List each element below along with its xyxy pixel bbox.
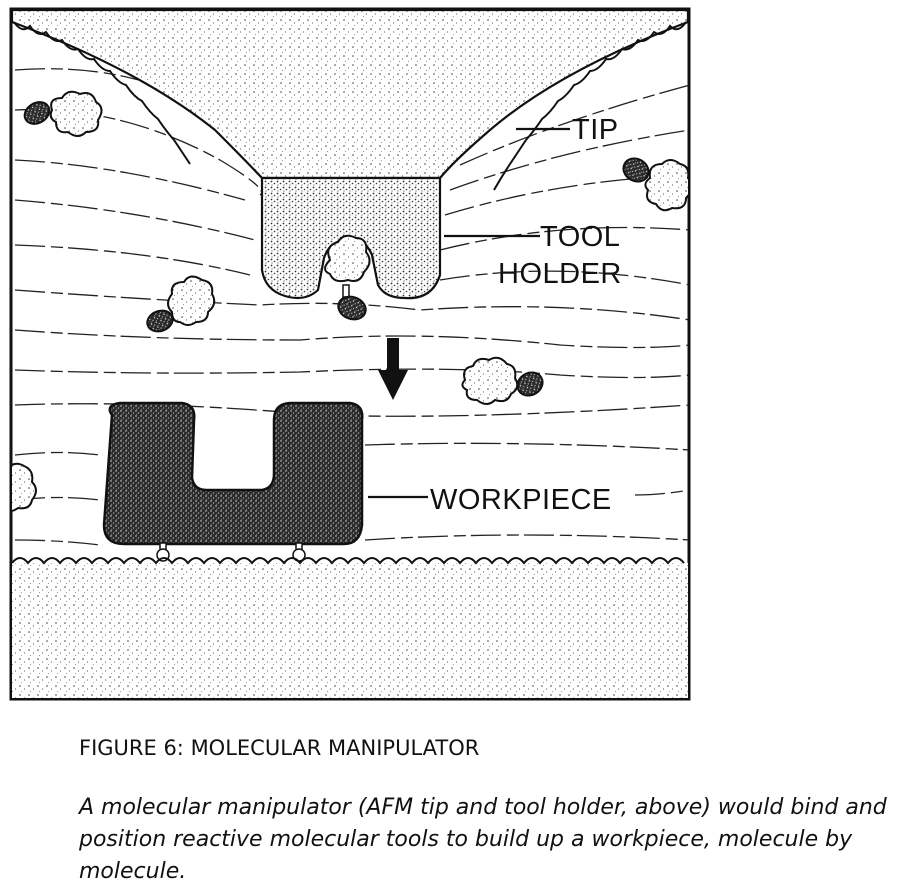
molecular-manipulator-illustration: TIP TOOL HOLDER WORKPIECE [0, 0, 904, 720]
label-workpiece: WORKPIECE [430, 484, 612, 516]
label-holder: HOLDER [498, 258, 622, 290]
figure-caption-title: FIGURE 6: MOLECULAR MANIPULATOR [79, 736, 479, 760]
figure-caption-body: A molecular manipulator (AFM tip and too… [79, 792, 899, 888]
label-tool: TOOL [540, 221, 620, 253]
label-tip: TIP [572, 114, 619, 146]
substrate-surface [12, 563, 688, 703]
